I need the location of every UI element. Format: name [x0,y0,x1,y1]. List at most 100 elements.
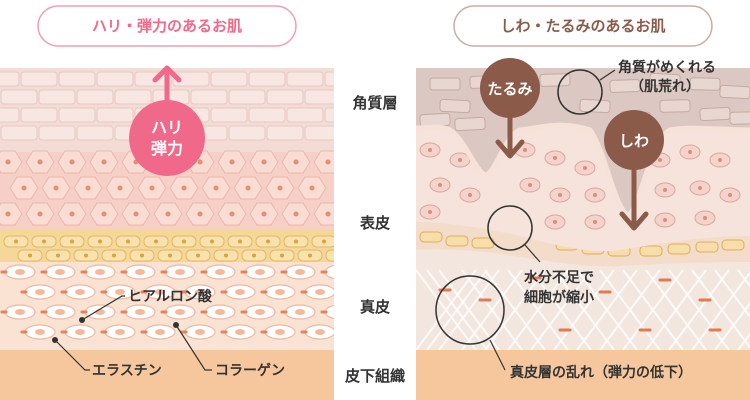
cell-nucleus [593,193,597,197]
dermis-magnifier-circle [435,275,505,345]
cell-nucleus [21,185,27,191]
corneum-cell [76,89,114,105]
basal-cell [695,241,719,253]
cell-nucleus [181,185,187,191]
cell-nucleus [37,211,43,217]
cell-nucleus [245,185,251,191]
corneum-cell [96,107,134,123]
corneum-cell [659,99,691,113]
dermis-fiber [737,269,750,288]
cell-nucleus [583,166,587,170]
corneum-cell [58,107,96,123]
cell-nucleus [37,159,43,165]
basal-nucleus [112,253,116,258]
cell-nucleus [528,183,532,187]
corneum-cell [58,71,96,87]
corneum-cell [190,89,228,105]
cell-nucleus [325,159,331,165]
corneum-cell [228,89,266,105]
hyaluronic-drop [315,289,325,295]
cell-nucleus [197,211,203,217]
cell-nucleus [663,188,667,192]
corneum-cell [429,77,461,91]
hyaluronic-drop [175,269,185,275]
corneum-cell [172,71,210,87]
firmness-elasticity-badge [129,100,205,176]
right-dermis-fibers [416,269,750,351]
basal-cell [667,243,691,255]
hyaluronic-drop [75,329,85,335]
hyaluronic-drop [95,269,105,275]
dermis-fiber [507,269,569,351]
hyaluronic-drop [35,289,45,295]
corneum-cell [38,89,76,105]
right-skin-fold-line [416,122,750,218]
cell-nucleus [458,158,462,162]
corneum-cell [609,79,641,93]
corneum-cell [649,72,681,88]
basal-cell [419,231,443,243]
cell-nucleus [133,211,139,217]
dermis-fiber [691,271,750,351]
cell-nucleus [428,210,432,214]
dermis-fiber [530,269,592,351]
cell-nucleus [438,183,442,187]
basal-nucleus [126,239,130,244]
corneum-cell [454,116,486,132]
dermis-fiber [484,269,546,351]
cell-nucleus [593,220,597,224]
basal-nucleus [182,239,186,244]
corneum-cell [0,71,20,87]
label-peeling-line-1: 角質がめくれる [618,59,716,76]
hyaluronic-drop [135,269,145,275]
left-leader-lines [54,295,212,371]
cell-nucleus [293,159,299,165]
cell-nucleus [229,159,235,165]
shrink-magnifier-circle [487,205,533,251]
hyaluronic-drop [195,289,205,295]
corneum-cell [210,71,248,87]
hyaluronic-drop [75,289,85,295]
dermis-fiber [668,269,730,351]
hyaluronic-drop [55,269,65,275]
cell-nucleus [229,211,235,217]
basal-nucleus [252,253,256,258]
hyaluronic-drop [55,309,65,315]
corneum-cell [539,73,571,87]
label-elastin: エラスチン [92,363,162,379]
hyaluronic-drop [255,309,265,315]
corneum-cell [0,107,20,123]
basal-cell [325,249,334,262]
basal-nucleus [98,239,102,244]
cell-nucleus [293,211,299,217]
cell-nucleus [309,185,315,191]
corneum-cell [248,107,286,123]
cell-nucleus [277,185,283,191]
hyaluronic-drop [215,269,225,275]
badge-line-2: 弾力 [151,139,183,158]
cell-nucleus [428,148,432,152]
basal-nucleus [140,253,144,258]
collagen-dot [173,322,179,328]
cell-nucleus [165,211,171,217]
cell-nucleus [5,211,11,217]
corneum-cell [114,89,152,105]
dermis-fiber [426,269,488,351]
basal-nucleus [14,239,18,244]
cell-nucleus [101,211,107,217]
epidermis-cell [0,202,23,226]
right-leader-lines [489,69,616,371]
corneum-cell [304,125,334,141]
hyaluronic-drop [155,289,165,295]
corneum-cell [76,125,114,141]
right-epidermis-cells [419,142,741,230]
corneum-cell [439,98,471,114]
basal-nucleus [336,254,340,258]
cell-nucleus [69,159,75,165]
label-shrink-line-2: 細胞が縮小 [524,289,594,306]
hyaluronic-drop [295,269,305,275]
basal-nucleus [322,239,326,244]
basal-cell [721,239,745,251]
